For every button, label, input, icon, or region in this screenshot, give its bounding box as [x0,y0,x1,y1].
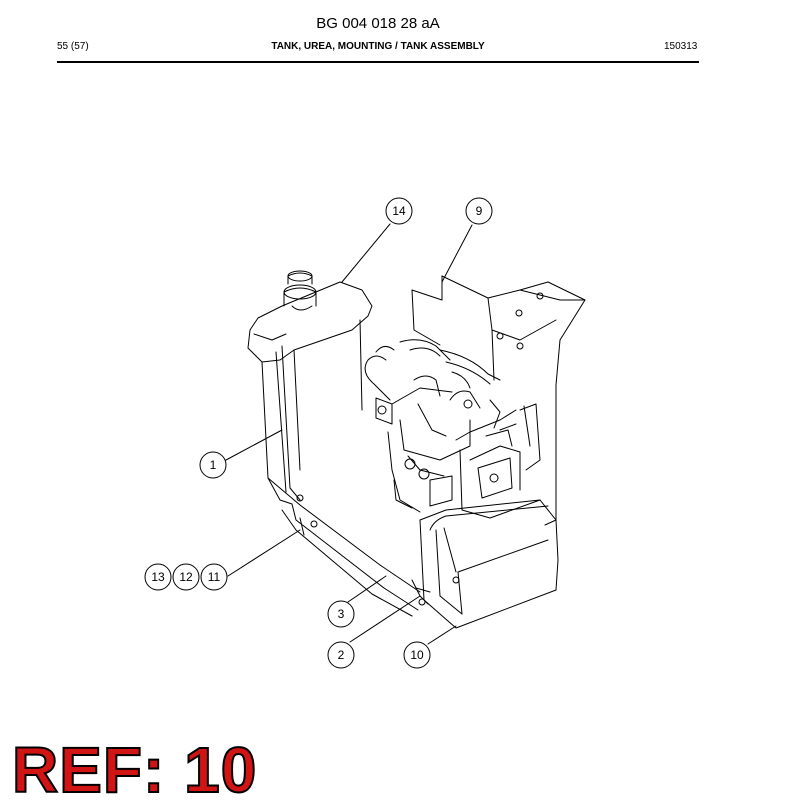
callout-label: 14 [392,204,406,218]
callout-10: 10 [403,641,431,669]
callout-label: 10 [410,648,424,662]
callout-12: 12 [172,563,200,591]
callout-label: 3 [338,607,345,621]
callout-label: 2 [338,648,345,662]
cover-box [411,499,559,629]
page-title: TANK, UREA, MOUNTING / TANK ASSEMBLY [271,41,485,52]
callout-1: 1 [199,451,227,479]
callout-label: 1 [210,458,217,472]
pump-module [364,339,541,519]
callout-3: 3 [327,600,355,628]
callout-9: 9 [465,197,493,225]
page-number: 55 (57) [57,41,89,52]
callout-14: 14 [385,197,413,225]
callout-11: 11 [200,563,228,591]
callout-label: 11 [208,570,221,584]
callout-13: 13 [144,563,172,591]
callout-label: 13 [151,570,165,584]
date-code: 150313 [664,41,698,52]
callout-2: 2 [327,641,355,669]
document-number: BG 004 018 28 aA [316,15,440,32]
base-plate [281,494,426,617]
leader-lines [225,223,473,645]
urea-tank [247,270,421,611]
header-rule [57,61,699,63]
ref-stamp: REF: 10 [11,734,258,806]
mounting-bracket [411,275,586,526]
callout-label: 9 [476,204,483,218]
callout-label: 12 [179,570,193,584]
